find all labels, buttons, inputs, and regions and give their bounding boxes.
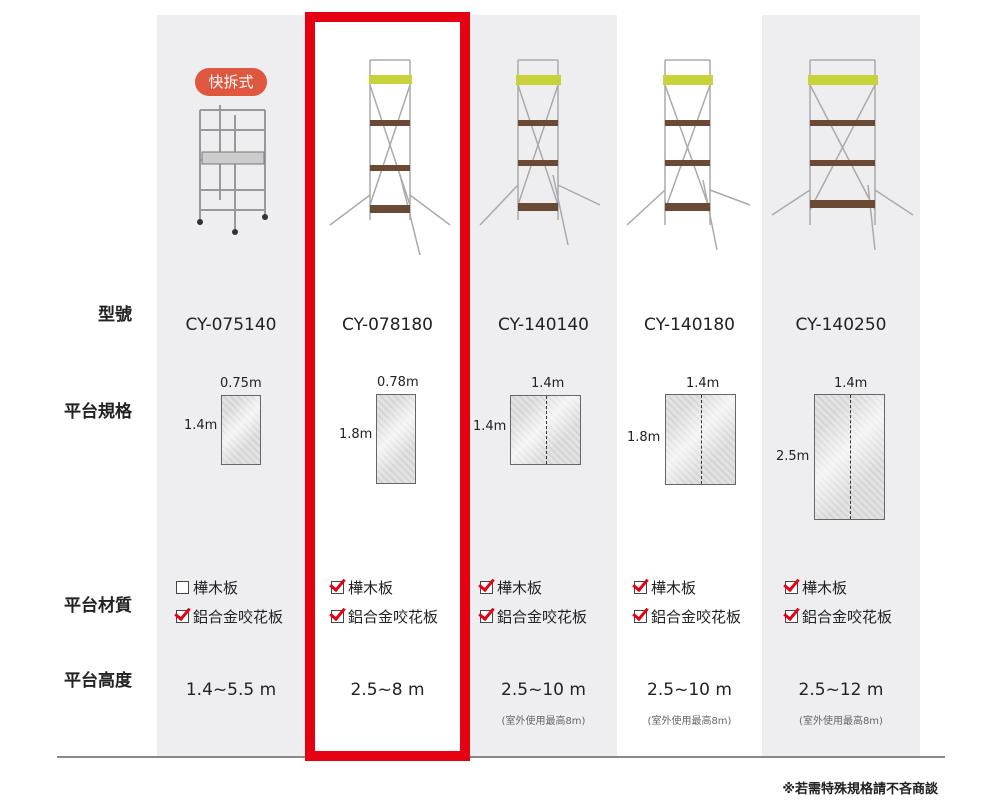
height-range: 2.5~8 m bbox=[350, 680, 425, 700]
material-birch-1: 樺木板 bbox=[331, 577, 393, 598]
material-birch-2: 樺木板 bbox=[480, 577, 542, 598]
material-birch-4: 樺木板 bbox=[785, 577, 847, 598]
material-aluminum-2: 鋁合金咬花板 bbox=[480, 606, 587, 627]
material-label: 樺木板 bbox=[193, 579, 239, 597]
cells-cy-140140: CY-140140 2.5~10 m (室外使用最高8m) bbox=[470, 15, 617, 757]
cells-cy-075140: CY-075140 1.4~5.5 m bbox=[157, 15, 305, 757]
platform-length: 2.5m bbox=[776, 449, 810, 464]
material-label: 鋁合金咬花板 bbox=[348, 608, 439, 626]
platform-length: 1.4m bbox=[184, 418, 218, 433]
platform-length: 1.4m bbox=[473, 419, 507, 434]
material-aluminum-0: 鋁合金咬花板 bbox=[176, 606, 283, 627]
material-birch-3: 樺木板 bbox=[634, 577, 696, 598]
model-name: CY-075140 bbox=[185, 315, 277, 335]
material-label: 樺木板 bbox=[497, 579, 543, 597]
material-label: 鋁合金咬花板 bbox=[497, 608, 588, 626]
platform-width: 1.4m bbox=[531, 376, 565, 391]
model-name: CY-140250 bbox=[795, 315, 887, 335]
cells-cy-140180: CY-140180 2.5~10 m (室外使用最高8m) bbox=[617, 15, 762, 757]
row-label-platform-size: 平台規格 bbox=[64, 402, 132, 422]
checked-icon bbox=[480, 581, 493, 594]
height-range: 2.5~10 m bbox=[501, 680, 586, 700]
checked-icon bbox=[634, 610, 647, 623]
cells-cy-140250: CY-140250 2.5~12 m (室外使用最高8m) bbox=[762, 15, 920, 757]
platform-width: 0.75m bbox=[220, 376, 262, 391]
material-label: 樺木板 bbox=[651, 579, 697, 597]
row-label-platform-height: 平台高度 bbox=[64, 671, 132, 691]
checked-icon bbox=[785, 581, 798, 594]
material-aluminum-3: 鋁合金咬花板 bbox=[634, 606, 741, 627]
footnote: ※若需特殊規格請不吝商談 bbox=[782, 782, 938, 797]
platform-diagram-4 bbox=[814, 394, 885, 520]
platform-width: 1.4m bbox=[834, 376, 868, 391]
row-label-platform-material: 平台材質 bbox=[64, 596, 132, 616]
column-cy-075140: 快拆式 bbox=[157, 15, 305, 757]
checked-icon bbox=[331, 610, 344, 623]
platform-width: 1.4m bbox=[686, 376, 720, 391]
row-label-model: 型號 bbox=[98, 305, 132, 325]
platform-diagram-1 bbox=[376, 394, 416, 484]
material-label: 鋁合金咬花板 bbox=[193, 608, 284, 626]
table-bottom-divider bbox=[57, 756, 945, 758]
material-aluminum-1: 鋁合金咬花板 bbox=[331, 606, 438, 627]
checked-icon bbox=[176, 610, 189, 623]
model-name: CY-140140 bbox=[498, 315, 589, 335]
material-aluminum-4: 鋁合金咬花板 bbox=[785, 606, 892, 627]
material-label: 樺木板 bbox=[802, 579, 848, 597]
height-range: 2.5~10 m bbox=[647, 680, 732, 700]
checked-icon bbox=[480, 610, 493, 623]
scaffold-image-cy-140140 bbox=[479, 59, 601, 246]
material-label: 鋁合金咬花板 bbox=[651, 608, 742, 626]
column-cy-140140 bbox=[470, 15, 617, 757]
scaffold-image-cy-078180 bbox=[329, 59, 451, 256]
quick-release-badge: 快拆式 bbox=[195, 68, 267, 96]
platform-diagram-3 bbox=[665, 394, 736, 485]
material-label: 樺木板 bbox=[348, 579, 394, 597]
platform-length: 1.8m bbox=[339, 427, 373, 442]
cells-cy-078180: CY-078180 2.5~8 m bbox=[305, 15, 470, 757]
checkbox-icon bbox=[176, 581, 189, 594]
scaffold-image-cy-140180 bbox=[626, 59, 751, 251]
checked-icon bbox=[785, 610, 798, 623]
column-cy-140250 bbox=[762, 15, 920, 757]
model-name: CY-140180 bbox=[644, 315, 735, 335]
material-birch-0: 樺木板 bbox=[176, 577, 238, 598]
platform-length: 1.8m bbox=[627, 430, 661, 445]
model-name: CY-078180 bbox=[342, 315, 433, 335]
height-range: 1.4~5.5 m bbox=[185, 680, 277, 700]
scaffold-image-cy-140250 bbox=[771, 59, 914, 251]
platform-width: 0.78m bbox=[377, 375, 419, 390]
checked-icon bbox=[634, 581, 647, 594]
height-range: 2.5~12 m bbox=[798, 680, 884, 700]
platform-diagram-0 bbox=[221, 395, 261, 465]
outdoor-note: (室外使用最高8m) bbox=[799, 716, 883, 727]
scaffold-image-cy-075140 bbox=[197, 105, 268, 235]
outdoor-note: (室外使用最高8m) bbox=[501, 716, 586, 727]
outdoor-note: (室外使用最高8m) bbox=[647, 716, 732, 727]
platform-diagram-2 bbox=[510, 395, 581, 465]
material-label: 鋁合金咬花板 bbox=[802, 608, 893, 626]
checked-icon bbox=[331, 581, 344, 594]
